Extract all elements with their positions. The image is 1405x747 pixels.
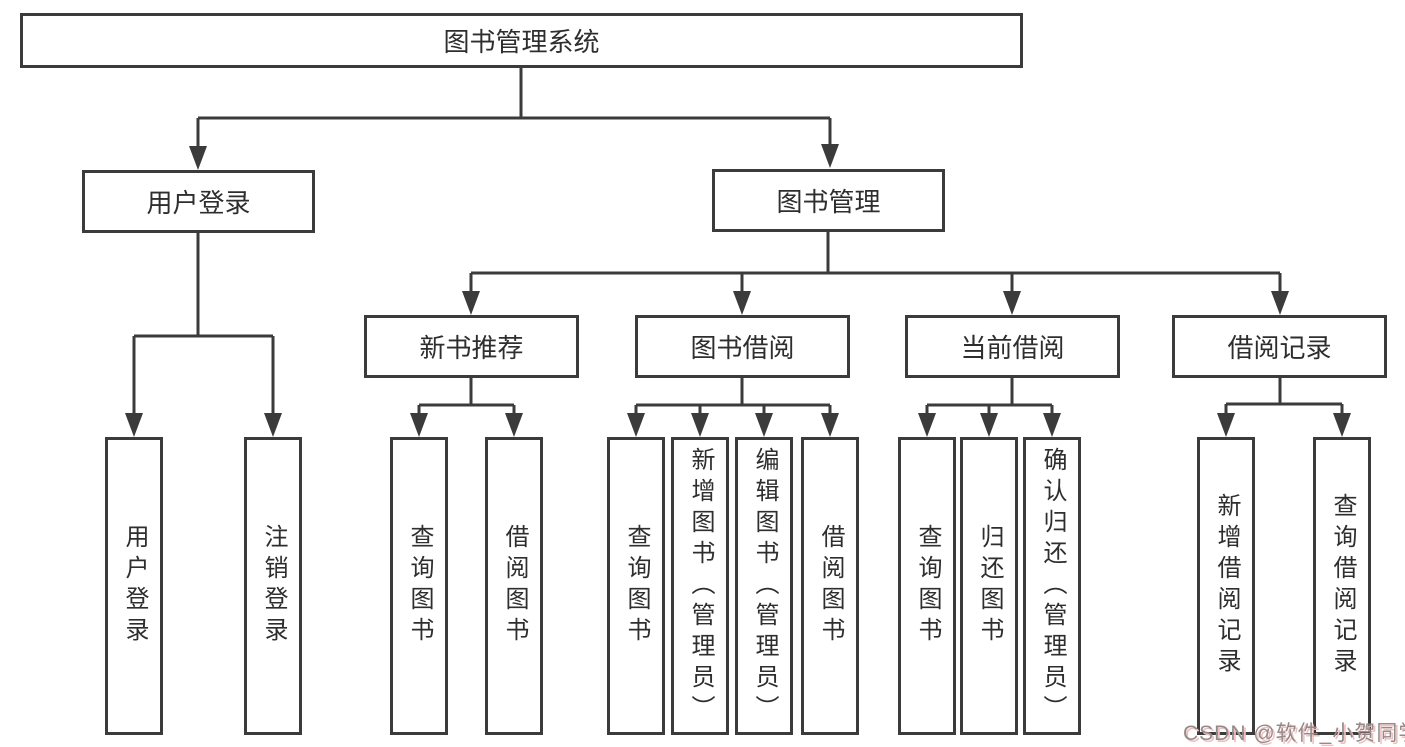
leaf-current-return-books: 归还图书 [960,437,1018,735]
leaf-records-add-record: 新增借阅记录 [1197,437,1255,735]
node-borrow-records: 借阅记录 [1172,315,1387,378]
watermark-text: CSDN @软件_小贺同学 [1183,722,1405,745]
leaf-borrow-borrow-books: 借阅图书 [801,437,859,735]
leaf-records-query-record: 查询借阅记录 [1313,437,1371,735]
node-user-login: 用户登录 [82,170,315,233]
leaf-recommend-query-books: 查询图书 [390,437,448,735]
node-book-management: 图书管理 [712,169,945,232]
leaf-borrow-query-books: 查询图书 [607,437,665,735]
connector-arrowheads [125,144,1351,437]
leaf-borrow-edit-books-admin: 编辑图书（管理员） [735,437,793,735]
leaf-user-login: 用户登录 [105,437,163,735]
leaf-recommend-borrow-books: 借阅图书 [485,437,543,735]
node-new-book-recommend: 新书推荐 [364,315,579,378]
leaf-current-confirm-return-admin: 确认归还（管理员） [1023,437,1081,735]
node-book-borrow: 图书借阅 [635,315,850,378]
leaf-logout-login: 注销登录 [244,437,302,735]
leaf-current-query-books: 查询图书 [898,437,956,735]
node-current-borrow: 当前借阅 [905,315,1120,378]
node-library-system: 图书管理系统 [20,13,1023,68]
leaf-borrow-add-books-admin: 新增图书（管理员） [671,437,729,735]
